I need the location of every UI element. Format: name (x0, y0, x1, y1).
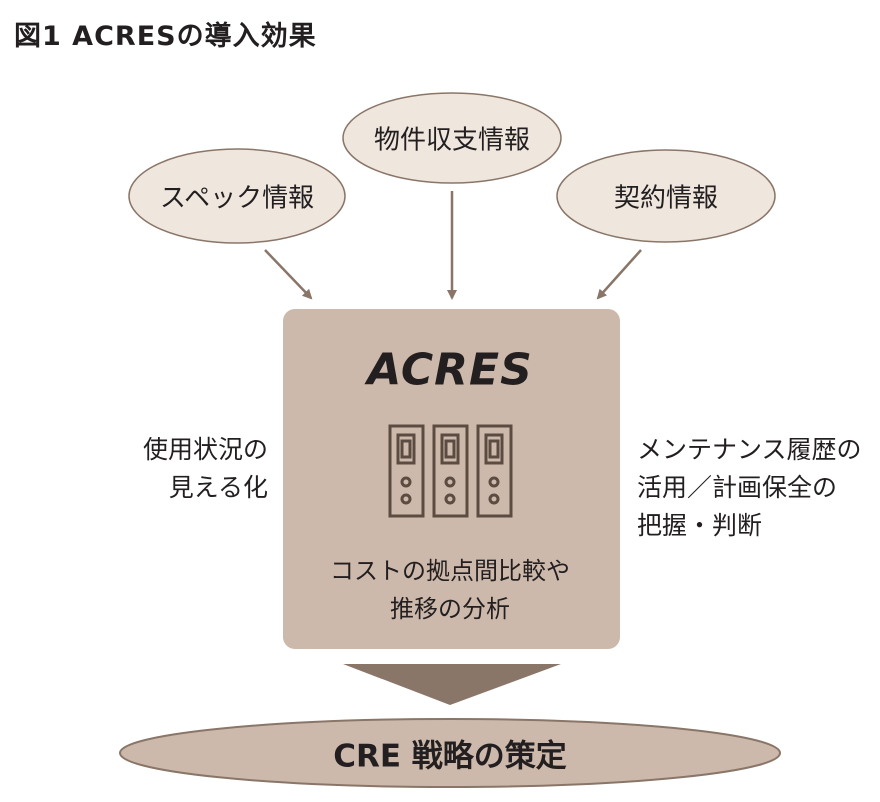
left-note-line2: 見える化 (168, 473, 268, 502)
system-note: コストの拠点間比較や 推移の分析 (330, 552, 570, 628)
left-note-line1: 使用状況の (142, 435, 268, 464)
contract-arrow (596, 249, 642, 300)
right-note: メンテナンス履歴の 活用／計画保全の 把握・判断 (637, 431, 862, 545)
right-note-line1: メンテナンス履歴の (637, 435, 862, 464)
spec-info-label: スペック情報 (159, 183, 315, 214)
system-name: ACRES (367, 344, 533, 396)
right-note-line3: 把握・判断 (637, 511, 763, 540)
result-label: CRE 戦略の策定 (333, 738, 567, 775)
output-funnel (343, 664, 561, 705)
contract-info-label: 契約情報 (613, 183, 719, 214)
figure-title: 図1 ACRESの導入効果 (14, 21, 317, 52)
cre-strategy-ellipse (119, 718, 781, 788)
right-note-line2: 活用／計画保全の (637, 473, 838, 502)
spec-arrow (264, 249, 313, 300)
income-info-ellipse (342, 92, 562, 184)
contract-info-ellipse (556, 149, 776, 243)
server-icon (388, 424, 513, 518)
income-info-label: 物件収支情報 (373, 125, 531, 156)
spec-info-ellipse (128, 148, 346, 244)
system-note-line1: コストの拠点間比較や (330, 557, 570, 585)
system-note-line2: 推移の分析 (390, 595, 510, 623)
left-note: 使用状況の 見える化 (143, 431, 268, 507)
